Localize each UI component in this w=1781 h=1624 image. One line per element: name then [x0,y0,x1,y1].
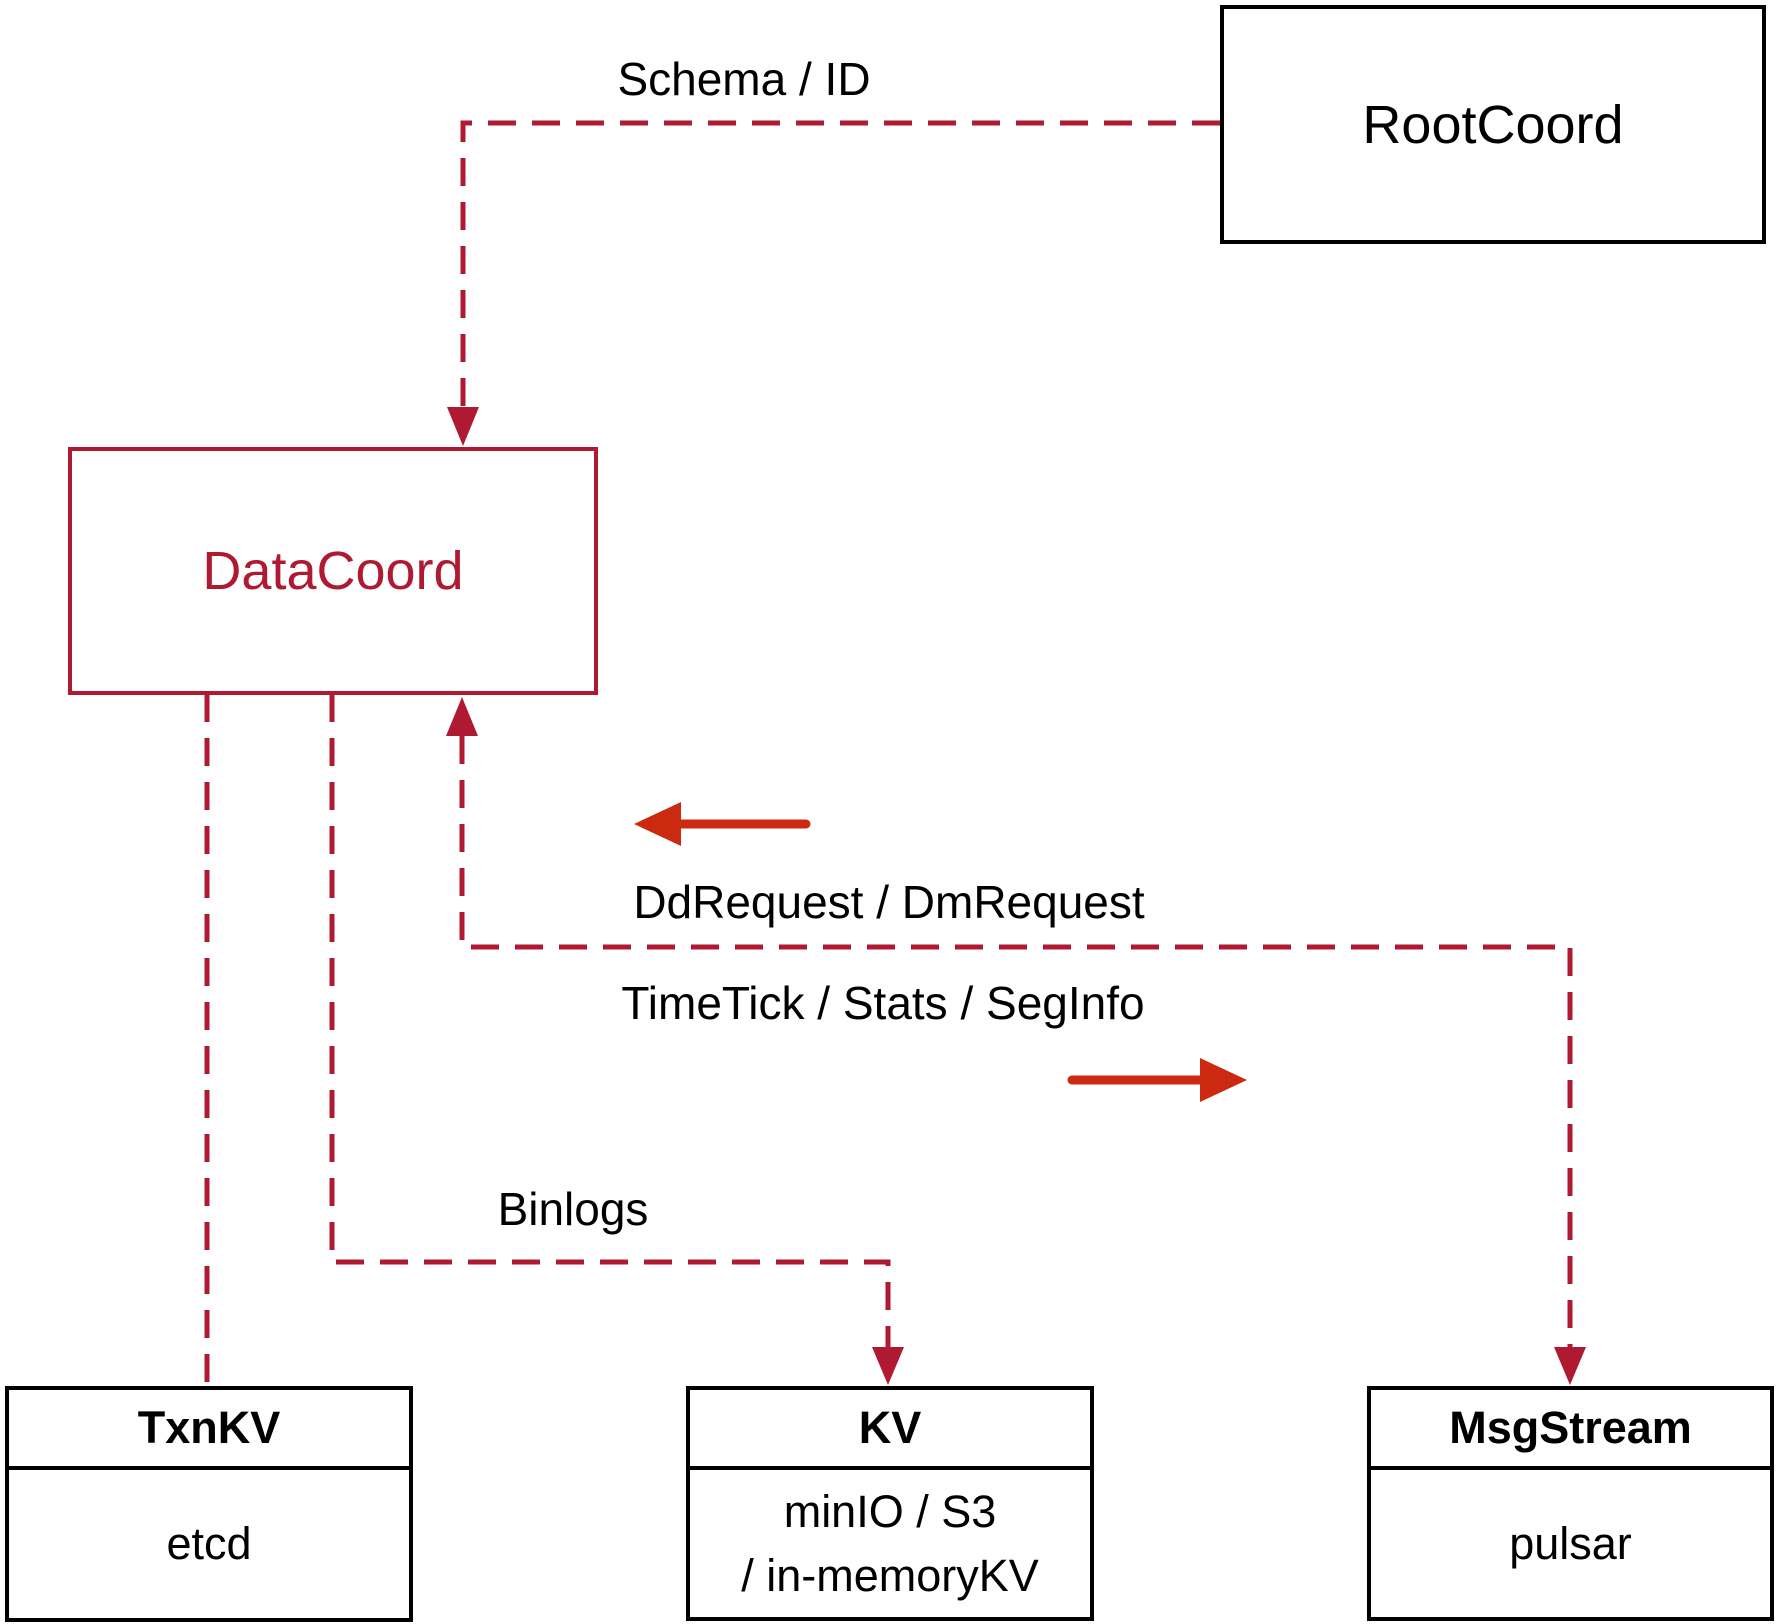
right-arrow-head [1200,1058,1247,1102]
binlogs-connector [329,694,904,1385]
datacoord-label: DataCoord [202,541,464,601]
arrowhead-down-icon [872,1347,904,1385]
datacoord-msgstream-connector [446,697,1586,1385]
txnkv-body-text: etcd [166,1518,252,1570]
msgstream-title: MsgStream [1371,1390,1770,1470]
binlogs-label: Binlogs [497,1183,649,1235]
kv-body: minIO / S3 / in-memoryKV [690,1470,1090,1617]
schema-id-connector [447,120,1220,446]
datacoord-node: DataCoord [68,447,598,695]
kv-body-line1: minIO / S3 [783,1485,997,1537]
schema-id-label: Schema / ID [617,53,871,105]
arrowhead-down-icon [447,407,479,446]
left-direction-arrow-icon [634,802,811,846]
schema-id-connector-line [460,120,1220,407]
txnkv-body: etcd [9,1470,409,1618]
arrowhead-up-icon [446,697,478,736]
timetick-stats-seginfo-label: TimeTick / Stats / SegInfo [621,977,1145,1029]
kv-node: KV minIO / S3 / in-memoryKV [686,1386,1094,1621]
ddrequest-dmrequest-label: DdRequest / DmRequest [633,876,1145,928]
left-arrow-head [634,802,681,846]
arrowhead-down-icon [1554,1347,1586,1385]
rootcoord-node: RootCoord [1220,5,1766,244]
datacoord-msgstream-line [459,736,1573,1347]
right-direction-arrow-icon [1067,1058,1247,1102]
kv-body-line2: / in-memoryKV [741,1549,1039,1601]
txnkv-title: TxnKV [9,1390,409,1470]
rootcoord-label: RootCoord [1362,94,1624,155]
msgstream-body-text: pulsar [1509,1517,1632,1569]
msgstream-node: MsgStream pulsar [1367,1386,1774,1621]
binlogs-line [329,694,891,1347]
kv-title: KV [690,1390,1090,1470]
msgstream-body: pulsar [1371,1470,1770,1617]
txnkv-node: TxnKV etcd [5,1386,413,1622]
